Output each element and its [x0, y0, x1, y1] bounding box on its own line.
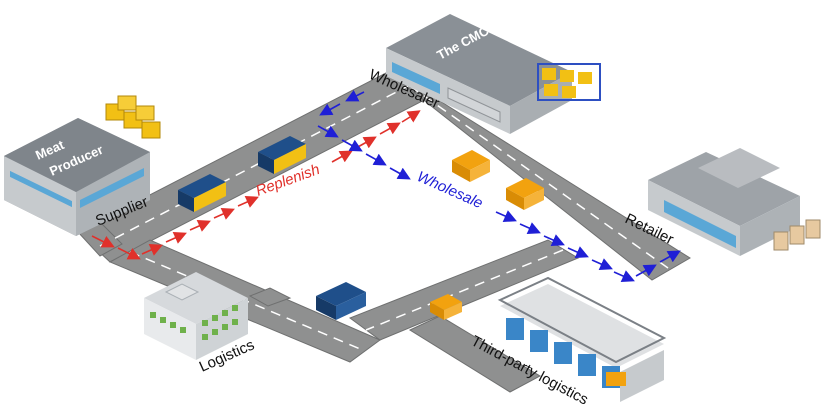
retailer-building — [648, 148, 821, 256]
truck-orange-2 — [506, 178, 544, 210]
cmc-building: The CMC — [386, 14, 601, 134]
truck-orange-1 — [452, 150, 490, 182]
lane-mark-top-left — [99, 85, 409, 247]
truck-blue-3 — [316, 282, 366, 320]
meat-producer-building: Meat Producer — [4, 95, 161, 236]
truck-orange-3 — [430, 294, 462, 320]
lane-mark-top-right — [409, 85, 669, 269]
wholesale-flow-arrows — [317, 89, 681, 282]
lane-mark-bottom-right — [365, 249, 564, 331]
logistics-building — [144, 272, 248, 360]
third-party-logistics-building — [497, 276, 667, 402]
road-spur-third-party — [408, 315, 542, 393]
truck-blue-1 — [178, 174, 226, 212]
road-spur-logistics — [248, 287, 292, 307]
truck-blue-2 — [258, 136, 306, 174]
